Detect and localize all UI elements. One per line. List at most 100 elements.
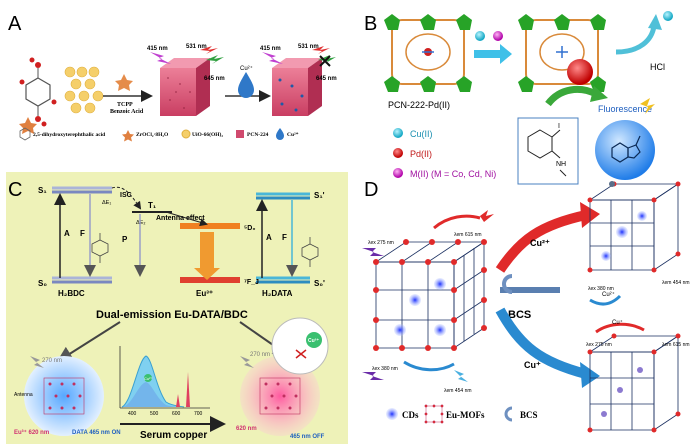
cu2-loop [589,294,622,306]
em3-label: λem 454 nm [662,280,690,286]
data-on-label: DATA 465 nm ON [72,430,121,436]
pcn224-cube-cu [272,58,322,116]
cu-bubble-marker [306,332,322,348]
emission-bolt-icon [200,46,218,54]
zr-star-icon [19,117,37,134]
pcn224-cube [160,58,210,116]
energy-transfer-arrow [165,211,208,227]
uv-bolt-d2-icon [362,372,384,380]
product-sphere [595,120,655,180]
mof-crystal-left [43,377,85,415]
bdc-molecule [91,233,109,263]
wl-531-b: 531 nm [298,44,319,50]
eu-label: Eu³⁺ [196,289,213,298]
nh-label: NH [556,161,566,168]
pd-sphere [567,59,593,85]
cu2-arrow [495,210,588,273]
cu2-bubble-label: Cu²⁺ [308,338,319,344]
legend-m-ii: M(II) (M = Co, Cd, Ni) [410,169,496,179]
panel-a-legend: 2,5-dihydroxyterephthalic acid ZrOCl₂·8H… [19,127,299,142]
legend-pcn: PCN-224 [247,132,269,138]
eu-data-on-glow [24,356,104,436]
cu-ion-label: Cu²⁺ [240,65,253,72]
legend-bcs: BCS [520,410,538,420]
panel-d-legend: CDs Eu-MOFs BCS [386,404,538,424]
x-tick-3: 700 [194,411,203,417]
indole-molecule [611,135,641,163]
a-label: A [64,229,70,238]
tcpp-label: TCPP [117,102,133,108]
data-molecule [301,237,319,267]
bcs-label: BCS [508,309,531,321]
isc-label: ISC [120,192,132,199]
em4-label: λem 615 nm [662,342,690,348]
panel-a: A TCPP Benzoic Acid [8,13,337,142]
wl-415-a: 415 nm [147,46,168,52]
ex1-label: λex 275 nm [368,240,394,246]
f-label-2: F [282,233,287,242]
legend-cu-ii: Cu(II) [410,129,433,139]
uv-bolt-right-icon [240,356,254,368]
left-arrow-c [56,321,121,363]
cu-ions-bottom [601,367,643,417]
cu2-ion-top [609,181,615,187]
cu-spectrum-marker [144,374,152,382]
benzoic-acid-label: Benzoic Acid [110,109,144,115]
arrow-b1 [474,44,512,64]
t1-label: T₁ [148,201,157,210]
p-label: P [122,235,128,244]
eu-em-label: Eu³⁺ 620 nm [14,429,49,436]
blue-emission-arc [403,360,455,372]
de1-label: ΔE₁ [102,200,111,206]
bcs-icon [502,274,513,294]
cu-released-sphere [663,11,673,21]
quench-cross-icon [319,55,331,67]
ex2-label: λex 380 nm [372,366,398,372]
wl-531-a: 531 nm [186,44,207,50]
cu-loop-label: Cu⁺ [612,319,623,326]
pcn222-framework [384,14,472,92]
reactant-box [517,117,579,185]
panel-b-letter: B [364,13,377,35]
antenna-small-label: Antenna [14,392,33,398]
x-tick-1: 500 [150,411,159,417]
x-tick-0: 400 [128,411,137,417]
excitation-bolt-icon [150,52,171,64]
panel-b-legend: Cu(II) Pd(II) M(II) (M = Co, Cd, Ni) [393,128,496,179]
panel-d: D λex 275 nm λe [362,179,690,433]
hcl-arrow [615,25,657,55]
legend-cu: Cu²⁺ [287,131,299,138]
a-label-2: A [266,233,272,242]
legend-pd-ii: Pd(II) [410,149,432,159]
cu-drop-icon [238,72,254,98]
iodoaniline-molecule [527,129,567,177]
red-emission-arc [433,214,481,230]
fj-label: ⁷F_J [244,279,259,286]
h2data-label: H₂DATA [262,289,293,298]
eu-mof-cube-top [588,183,680,271]
panel-b: B PCN-222-Pd(II) [364,11,673,185]
legend-uio: UiO-66(OH)₂ [192,131,223,138]
iodo-label: I [558,123,560,130]
eu-emission-bar [200,232,214,272]
wl-645-b: 645 nm [316,76,337,82]
dhta-molecule [19,57,57,127]
uio-spheres [64,66,104,114]
cu-ion-sphere [475,31,485,41]
eu-mof-cube-center [374,241,486,349]
fluorescence-bolt-icon [640,98,655,114]
blue-em-bolt-icon [454,370,468,382]
panel-c: C S₁ S₀ T₁ ISC Antenna effect ⁵D₀ ⁷F_J E… [6,172,348,444]
legend-dhta: 2,5-dihydroxyterephthalic acid [33,132,105,138]
data-off-label: 465 nm OFF [290,434,325,440]
panel-c-letter: C [8,179,22,201]
eu-nodes-center [373,239,487,351]
tcpp-star-icon [115,74,133,91]
emission-bolt-icon-2 [312,46,330,54]
wl-645-a: 645 nm [204,76,225,82]
ex3-label: λex 380 nm [588,286,614,292]
cu2-arrow-label: Cu²⁺ [530,238,550,248]
pcn222-framework-pd [518,14,606,92]
